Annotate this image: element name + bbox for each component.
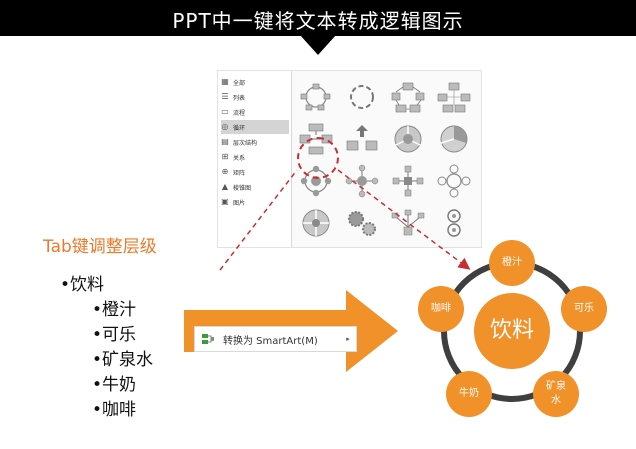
node-label: 橙汁 — [502, 257, 522, 268]
outline-item-level2: •可乐 — [92, 325, 137, 345]
outline-item-level2: •矿泉水 — [92, 350, 154, 370]
text-cycle-thumb[interactable] — [344, 79, 380, 115]
chevron-right-icon: ▸ — [346, 335, 350, 343]
multidirectional-cycle-thumb[interactable] — [344, 121, 380, 157]
outline-item-level2: •牛奶 — [92, 375, 137, 395]
hierarchy-icon: ▤ — [221, 137, 229, 146]
category-all[interactable]: ▦ 全部 — [221, 75, 289, 89]
spiral-cycle-thumb[interactable] — [436, 205, 472, 241]
pyramid-icon: ▲ — [221, 182, 229, 191]
category-list: ▦ 全部 ☰ 列表 ▭ 流程 ◎ 循环 ▤ 层次结构 ⊞ 关系 ⊕ 矩阵 ▲ 棱锥图 ▣ 图片 — [218, 71, 292, 247]
menu-item-label: 转换为 SmartArt(M) — [223, 335, 318, 347]
gear-thumb[interactable] — [344, 205, 380, 241]
picture-icon: ▣ — [221, 197, 229, 206]
category-label: 全部 — [233, 79, 246, 87]
category-process[interactable]: ▭ 流程 — [221, 105, 289, 119]
node-label: 矿泉 水 — [546, 381, 566, 406]
center-node-label: 饮料 — [489, 318, 534, 343]
radial-cluster-thumb[interactable] — [344, 163, 380, 199]
nondirectional-cycle-thumb[interactable] — [436, 79, 472, 115]
tab-hint-text: Tab键调整层级 — [43, 237, 157, 257]
category-label: 循环 — [233, 124, 246, 132]
banner-title: PPT中一键将文本转成逻辑图示 — [172, 9, 464, 33]
block-cycle-thumb[interactable] — [390, 79, 426, 115]
category-picture[interactable]: ▣ 图片 — [221, 195, 289, 209]
radial-venn-thumb[interactable] — [436, 163, 472, 199]
category-list-item[interactable]: ☰ 列表 — [221, 90, 289, 104]
smartart-icon — [202, 334, 214, 344]
segmented-cycle-thumb[interactable] — [390, 121, 426, 157]
diverging-radial-thumb[interactable] — [390, 163, 426, 199]
category-label: 层次结构 — [233, 139, 258, 147]
list-icon: ☰ — [221, 92, 229, 101]
banner-pointer — [300, 35, 336, 55]
pie-cycle-thumb[interactable] — [436, 121, 472, 157]
title-banner: PPT中一键将文本转成逻辑图示 — [0, 0, 636, 36]
cycle-matrix-thumb[interactable] — [298, 205, 334, 241]
outline-item-level2: •橙汁 — [92, 300, 137, 320]
category-label: 关系 — [233, 154, 246, 162]
relationship-icon: ⊞ — [221, 152, 229, 161]
category-pyramid[interactable]: ▲ 棱锥图 — [221, 180, 289, 194]
cycle-icon: ◎ — [221, 122, 229, 131]
category-relationship[interactable]: ⊞ 关系 — [221, 150, 289, 164]
basic-cycle-thumb[interactable] — [298, 79, 334, 115]
outline-item-level2: •咖啡 — [92, 400, 137, 420]
category-cycle[interactable]: ◎ 循环 — [221, 120, 289, 134]
selected-layout-highlight — [297, 137, 339, 179]
process-icon: ▭ — [221, 107, 229, 116]
category-label: 流程 — [233, 109, 246, 117]
hub-radial-thumb[interactable] — [390, 205, 426, 241]
outline-item-level1: •饮料 — [60, 275, 105, 295]
category-label: 图片 — [233, 199, 246, 207]
category-label: 矩阵 — [233, 169, 246, 177]
category-label: 棱锥图 — [233, 184, 252, 192]
grid-icon: ▦ — [221, 77, 229, 86]
convert-to-smartart-menu-item[interactable]: 转换为 SmartArt(M) ▸ — [194, 326, 357, 352]
matrix-icon: ⊕ — [221, 167, 229, 176]
smartart-dialog: ▦ 全部 ☰ 列表 ▭ 流程 ◎ 循环 ▤ 层次结构 ⊞ 关系 ⊕ 矩阵 ▲ 棱锥图 ▣ 图片 — [217, 70, 482, 248]
node-label: 咖啡 — [431, 303, 451, 314]
node-label: 牛奶 — [459, 388, 479, 399]
category-hierarchy[interactable]: ▤ 层次结构 — [221, 135, 289, 149]
category-label: 列表 — [233, 94, 246, 102]
node-label: 可乐 — [574, 303, 594, 314]
category-matrix[interactable]: ⊕ 矩阵 — [221, 165, 289, 179]
